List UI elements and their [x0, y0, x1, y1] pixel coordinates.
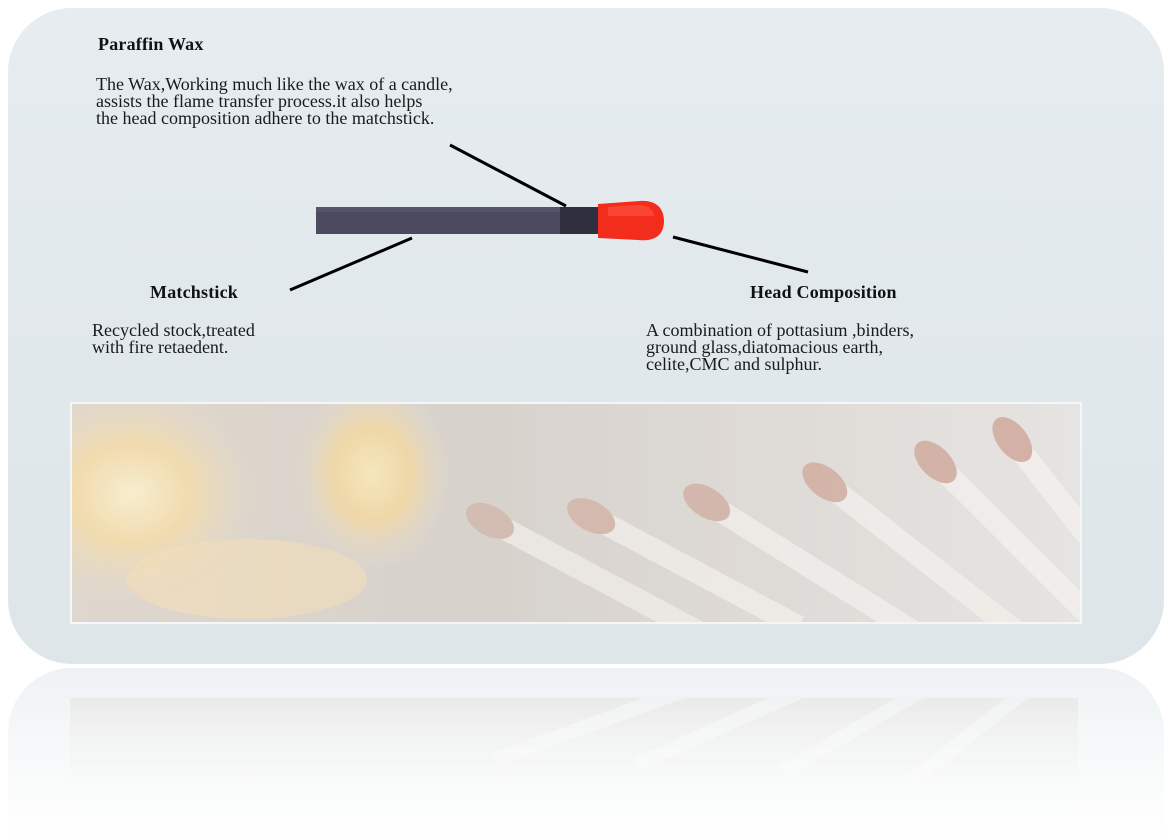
flame-glow-center: [292, 404, 452, 569]
matchstick-diagram: [289, 143, 809, 292]
burning-matches-photo: [70, 402, 1082, 624]
matchstick-pointer: [289, 236, 413, 292]
match-head-highlight: [608, 205, 654, 216]
paraffin-wax-band: [560, 207, 600, 234]
card-reflection: [8, 668, 1164, 840]
head-composition-description: A combination of pottasium ,binders, gro…: [646, 320, 914, 374]
matchstick-title: Matchstick: [150, 282, 238, 302]
diagram-card: Paraffin Wax The Wax,Working much like t…: [8, 8, 1164, 664]
photo-reflection: [70, 698, 1078, 818]
paraffin-wax-title: Paraffin Wax: [98, 34, 204, 54]
head-composition-title: Head Composition: [750, 282, 897, 302]
paraffin-wax-description: The Wax,Working much like the wax of a c…: [96, 74, 453, 128]
matchstick-description: Recycled stock,treated with fire retaede…: [92, 320, 255, 357]
head-composition-pointer: [672, 235, 809, 274]
matchsticks-group: [465, 417, 1080, 622]
matchstick-body-shade: [316, 207, 562, 212]
paraffin-wax-pointer: [449, 143, 567, 208]
